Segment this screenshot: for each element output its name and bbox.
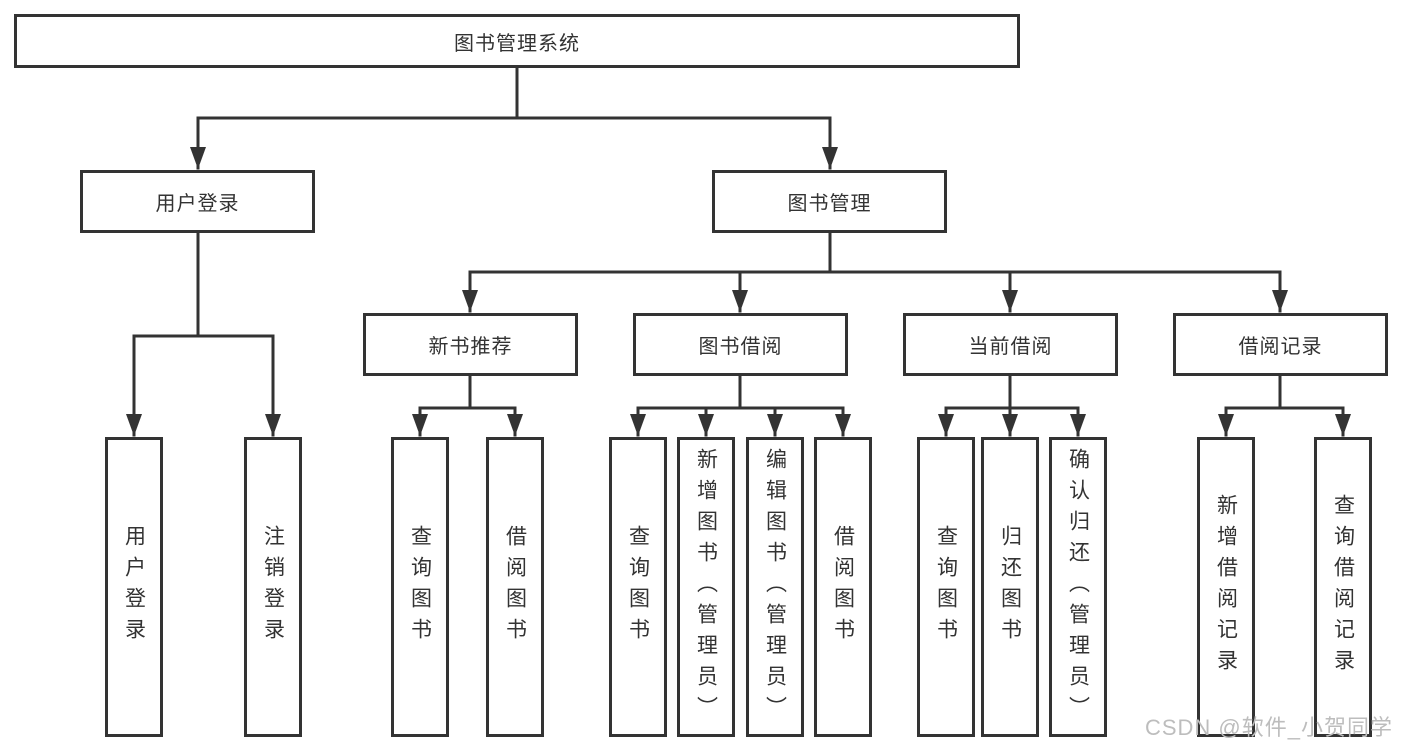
leaf-edit-book-admin-label: 编辑图书（管理员）	[763, 447, 787, 727]
node-book-borrowing: 图书借阅	[633, 313, 848, 376]
leaf-query-books-current: 查询图书	[917, 437, 975, 737]
leaf-borrow-books: 借阅图书	[814, 437, 872, 737]
leaf-confirm-return-admin-label: 确认归还（管理员）	[1066, 447, 1090, 727]
leaf-query-books-recommend-label: 查询图书	[408, 525, 432, 649]
leaf-add-borrow-record-label: 新增借阅记录	[1214, 494, 1238, 680]
leaf-query-books-recommend: 查询图书	[391, 437, 449, 737]
leaf-query-books-borrow-label: 查询图书	[626, 525, 650, 649]
leaf-return-book: 归还图书	[981, 437, 1039, 737]
node-borrowing-records: 借阅记录	[1173, 313, 1388, 376]
node-book-borrowing-label: 图书借阅	[698, 336, 783, 358]
node-library-system: 图书管理系统	[14, 14, 1020, 68]
leaf-add-book-admin: 新增图书（管理员）	[677, 437, 735, 737]
leaf-query-books-current-label: 查询图书	[934, 525, 958, 649]
leaf-add-book-admin-label: 新增图书（管理员）	[694, 447, 718, 727]
leaf-query-borrow-record: 查询借阅记录	[1314, 437, 1372, 737]
node-book-management-label: 图书管理	[787, 193, 872, 215]
node-user-login-label: 用户登录	[155, 193, 240, 215]
leaf-logout: 注销登录	[244, 437, 302, 737]
leaf-query-borrow-record-label: 查询借阅记录	[1331, 494, 1355, 680]
leaf-edit-book-admin: 编辑图书（管理员）	[746, 437, 804, 737]
node-user-login: 用户登录	[80, 170, 315, 233]
node-borrowing-records-label: 借阅记录	[1238, 336, 1323, 358]
leaf-user-login-label: 用户登录	[122, 525, 146, 649]
leaf-query-books-borrow: 查询图书	[609, 437, 667, 737]
leaf-borrow-books-label: 借阅图书	[831, 525, 855, 649]
node-current-borrowing-label: 当前借阅	[968, 336, 1053, 358]
csdn-watermark: CSDN @软件_小贺同学	[1144, 715, 1393, 740]
node-new-book-recommend-label: 新书推荐	[428, 336, 513, 358]
node-current-borrowing: 当前借阅	[903, 313, 1118, 376]
leaf-user-login: 用户登录	[105, 437, 163, 737]
leaf-borrow-books-recommend: 借阅图书	[486, 437, 544, 737]
node-book-management: 图书管理	[712, 170, 947, 233]
leaf-confirm-return-admin: 确认归还（管理员）	[1049, 437, 1107, 737]
node-new-book-recommend: 新书推荐	[363, 313, 578, 376]
leaf-borrow-books-recommend-label: 借阅图书	[503, 525, 527, 649]
node-library-system-label: 图书管理系统	[454, 32, 580, 55]
leaf-add-borrow-record: 新增借阅记录	[1197, 437, 1255, 737]
leaf-return-book-label: 归还图书	[998, 525, 1022, 649]
leaf-logout-label: 注销登录	[261, 525, 285, 649]
